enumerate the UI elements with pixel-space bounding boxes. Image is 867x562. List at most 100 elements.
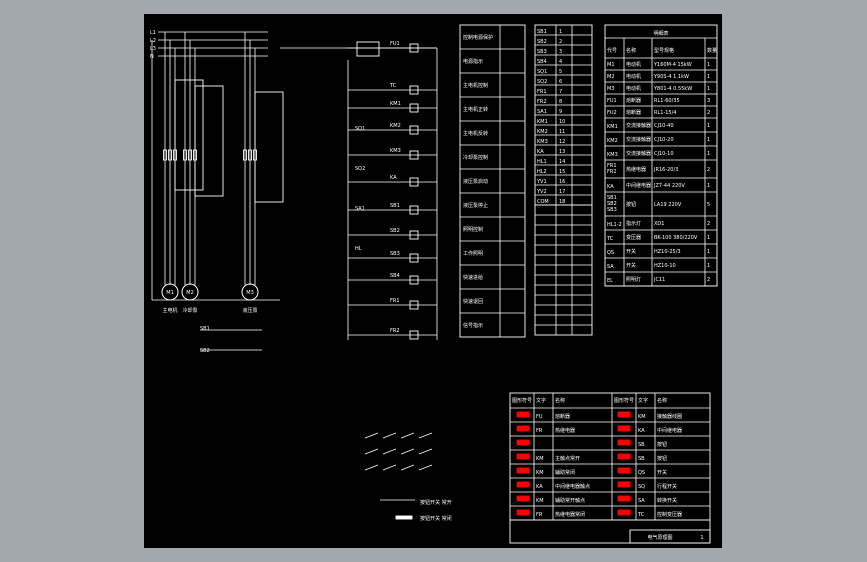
coil-symbol: [409, 253, 419, 263]
io-cell: COM: [537, 199, 549, 205]
fuse-symbol: [243, 149, 247, 161]
fuse-symbol: [163, 149, 167, 161]
io-cell: SA1: [537, 109, 547, 115]
component-cell: 开关: [626, 262, 636, 269]
io-cell: 9: [559, 109, 562, 115]
io-cell: 10: [559, 119, 565, 125]
io-cell: SB1: [537, 29, 547, 35]
io-cell: 4: [559, 59, 562, 65]
io-cell: 5: [559, 69, 562, 75]
io-cell: KM2: [537, 129, 548, 135]
legend-symbol: [516, 439, 530, 446]
function-label: 照明控制: [463, 226, 483, 233]
legend-symbol: [516, 467, 530, 474]
io-cell: HL1: [537, 159, 547, 165]
legend-symbol: [516, 481, 530, 488]
component-cell: RL1-60/35: [654, 98, 680, 104]
io-cell: 14: [559, 159, 565, 165]
legend-cell: KA: [638, 428, 645, 434]
component-table-title: 明细表: [653, 30, 668, 37]
legend-cell: TC: [637, 512, 645, 518]
component-cell: LA19 220V: [654, 202, 682, 208]
legend-cell: SB: [638, 442, 645, 448]
title-block: [629, 529, 711, 544]
io-cell: YV2: [536, 189, 547, 195]
io-cell: 2: [559, 39, 562, 45]
component-cell: HZ10-10: [654, 263, 676, 269]
io-cell: SQ2: [537, 79, 547, 85]
component-label: FR1: [390, 298, 400, 304]
component-cell: 5: [707, 202, 710, 208]
component-cell: 熔断器: [626, 97, 641, 104]
component-cell: XD1: [654, 221, 664, 227]
io-cell: 7: [559, 89, 562, 95]
legend-symbol: [617, 495, 631, 502]
component-cell: 1: [707, 62, 710, 68]
note: SB1: [200, 326, 210, 332]
io-cell: 3: [559, 49, 562, 55]
component-cell: 2: [707, 277, 710, 283]
switch-symbol: [364, 448, 379, 455]
component-cell: KM2: [607, 138, 618, 144]
coil-symbol: [409, 300, 419, 310]
legend-cell: KM: [536, 498, 544, 504]
component-cell: 1: [707, 74, 710, 80]
legend-table: [509, 392, 711, 544]
component-label: SB4: [390, 273, 400, 279]
component-table: [604, 24, 718, 287]
function-label: 电源指示: [463, 58, 483, 65]
line-label: L1: [150, 30, 156, 36]
legend-symbol: [516, 425, 530, 432]
legend-cell: 熔断器: [555, 413, 570, 420]
component-cell: RL1-15/4: [654, 110, 676, 116]
component-label: KM2: [390, 123, 401, 129]
function-label: 冷却泵控制: [463, 154, 488, 161]
io-cell: HL2: [537, 169, 547, 175]
coil-symbol: [409, 205, 419, 215]
legend-header: 图形符号: [614, 397, 634, 404]
legend-cell: SA: [638, 498, 645, 504]
switch-symbol: [418, 464, 433, 471]
drawing-canvas[interactable]: L1L2L3NM1主电机M2冷却泵M3液压泵FU1TCKM1KM2KM3KASB…: [144, 14, 722, 548]
legend-cell: KM: [638, 414, 646, 420]
io-cell: 16: [559, 179, 565, 185]
io-cell: 15: [559, 169, 565, 175]
legend-header: 名称: [555, 397, 565, 404]
legend-cell: SB: [638, 456, 645, 462]
symbol-note: 按钮开关 常开: [420, 499, 452, 506]
legend-cell: KM: [536, 470, 544, 476]
component-label: FU1: [390, 41, 400, 47]
component-cell: 熔断器: [626, 109, 641, 116]
legend-symbol: [617, 453, 631, 460]
component-cell: Y90S-4 1.1kW: [653, 74, 689, 80]
component-cell: 中间继电器: [626, 182, 651, 189]
component-cell: TC: [606, 236, 614, 242]
component-table-header: 名称: [626, 47, 636, 54]
component-cell: 电动机: [626, 73, 641, 80]
component-cell: 交流接触器: [626, 122, 651, 129]
component-label: TC: [389, 83, 397, 89]
thermal-relay-loop: [174, 79, 204, 191]
symbol-note: 按钮开关 常闭: [420, 515, 452, 522]
legend-header: 图形符号: [512, 397, 532, 404]
component-cell: 3: [707, 98, 710, 104]
io-cell: YV1: [536, 179, 547, 185]
component-cell: 1: [707, 86, 710, 92]
coil-symbol: [409, 150, 419, 160]
function-label: 主电机正转: [463, 106, 488, 113]
legend-cell: 热继电器常闭: [555, 511, 585, 518]
sheet-number: 1: [700, 535, 703, 541]
component-table-header: 数量: [707, 47, 717, 54]
switch-symbol: [395, 515, 413, 520]
component-cell: 电动机: [626, 85, 641, 92]
coil-symbol: [409, 43, 419, 53]
component-cell: HZ10-25/3: [654, 249, 681, 255]
coil-symbol: [409, 103, 419, 113]
title-block-name: 电气原理图: [647, 534, 672, 541]
motor-label: M3: [246, 290, 254, 296]
component-cell: 1: [707, 249, 710, 255]
thermal-relay-loop: [254, 91, 284, 203]
component-cell: 1: [707, 137, 710, 143]
switch-symbol: [418, 448, 433, 455]
switch-symbol: [418, 432, 433, 439]
